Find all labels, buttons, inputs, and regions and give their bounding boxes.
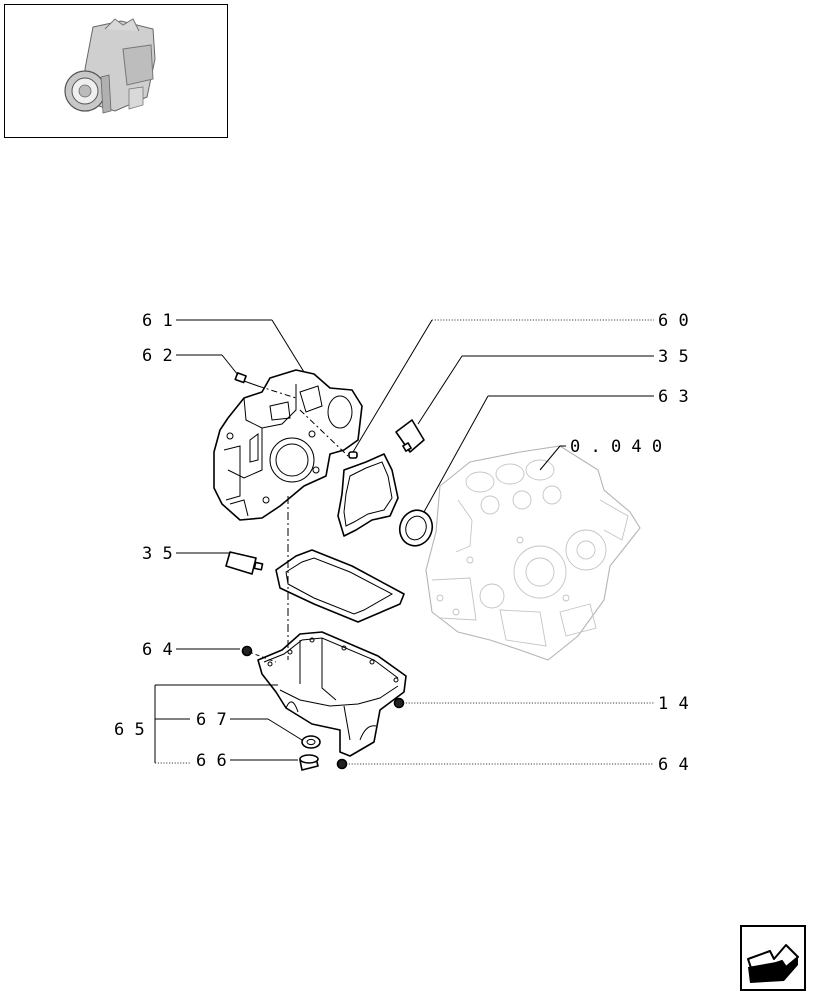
callout-64-right: 6 4 — [658, 755, 689, 775]
callout-64-left: 6 4 — [142, 640, 173, 660]
callout-61: 6 1 — [142, 311, 173, 331]
next-page-arrow-icon — [747, 944, 799, 983]
callout-14: 1 4 — [658, 694, 689, 714]
flywheel-housing-part — [213, 369, 363, 521]
engine-thumbnail-frame — [4, 4, 228, 138]
callout-labels: 6 1 6 2 6 0 3 5 6 3 0 . 0 4 0 3 5 6 4 1 … — [114, 311, 689, 775]
washer-part — [301, 735, 321, 749]
drain-plug-part — [299, 754, 319, 771]
callout-63: 6 3 — [658, 387, 689, 407]
engine-thumbnail-icon — [64, 18, 156, 114]
oil-pan-part — [257, 631, 407, 757]
nut-right-part — [393, 697, 405, 709]
leader-lines — [154, 319, 654, 765]
sealant-tube-upper-part — [395, 419, 425, 453]
oil-pan-gasket-part — [275, 549, 405, 623]
next-page-button[interactable] — [740, 925, 806, 991]
sealant-tube-lower-part — [225, 551, 264, 575]
oil-seal-ring-part — [398, 509, 434, 547]
callout-0040: 0 . 0 4 0 — [570, 437, 662, 457]
callout-67: 6 7 — [196, 710, 227, 730]
nut-upper-part — [241, 645, 253, 657]
dowel-pin-part — [348, 451, 358, 459]
bolt-part — [234, 372, 259, 387]
nut-lower-part — [336, 758, 348, 770]
callout-66: 6 6 — [196, 751, 227, 771]
callout-35-upper: 3 5 — [658, 347, 689, 367]
rear-cover-gasket-part — [337, 453, 399, 537]
callout-62: 6 2 — [142, 346, 173, 366]
engine-block-ghost — [425, 445, 641, 661]
assembly-lines — [248, 385, 349, 663]
callout-35-lower: 3 5 — [142, 544, 173, 564]
callout-60: 6 0 — [658, 311, 689, 331]
callout-65: 6 5 — [114, 720, 145, 740]
